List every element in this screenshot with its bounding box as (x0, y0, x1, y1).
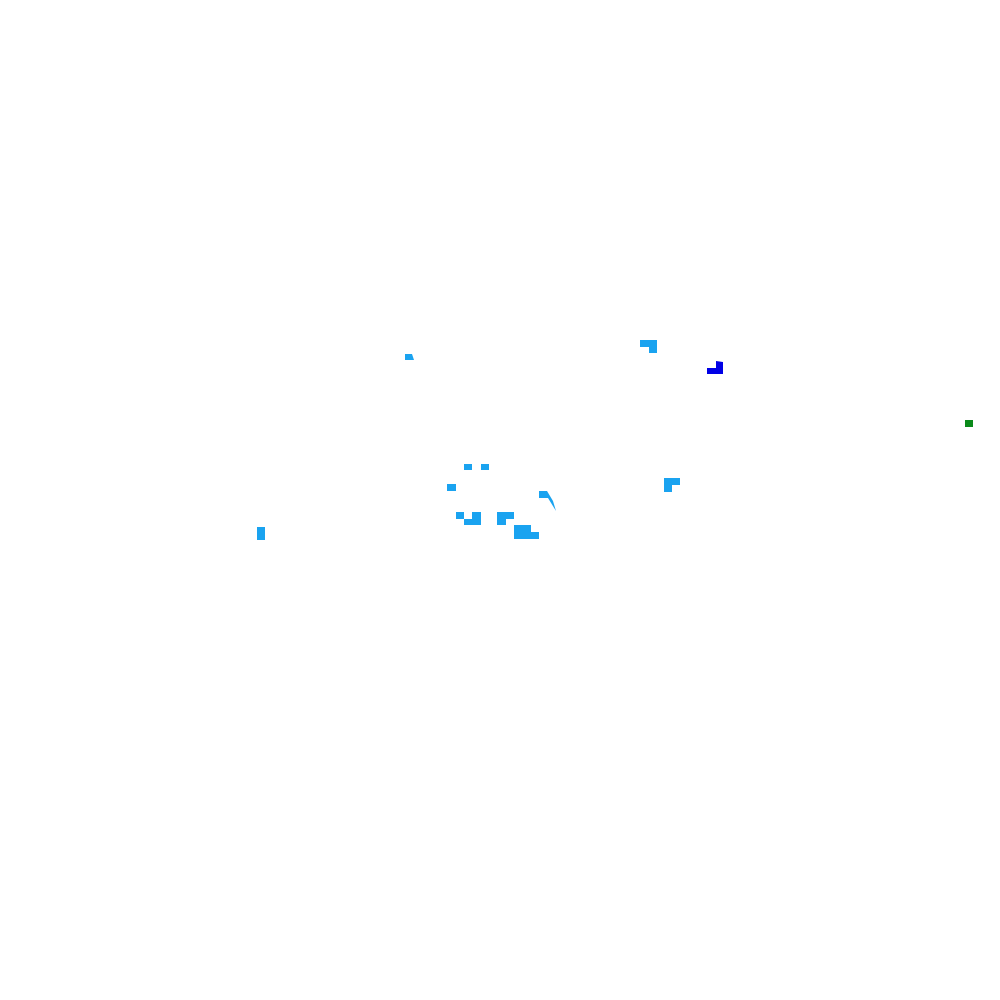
feature-b (640, 340, 657, 353)
feature-k (497, 512, 514, 525)
feature-j (456, 512, 481, 525)
feature-c-part-0 (707, 361, 723, 374)
feature-j-part-0 (456, 512, 464, 519)
feature-b-part-0 (640, 340, 657, 353)
feature-h-part-0 (664, 478, 680, 492)
feature-c (707, 361, 723, 374)
feature-g (447, 484, 456, 491)
feature-a (405, 354, 414, 360)
feature-m-part-0 (257, 527, 265, 540)
feature-e (464, 464, 472, 470)
map-features (257, 340, 973, 540)
feature-e-part-0 (464, 464, 472, 470)
feature-g-part-0 (447, 484, 456, 491)
feature-h (664, 478, 680, 492)
feature-f (481, 464, 489, 470)
feature-k-part-0 (497, 512, 514, 525)
feature-l (514, 525, 539, 539)
feature-d (965, 420, 973, 427)
feature-f-part-0 (481, 464, 489, 470)
feature-d-part-0 (965, 420, 973, 427)
feature-a-part-0 (405, 354, 414, 360)
feature-l-part-0 (514, 525, 539, 539)
feature-i (539, 491, 556, 511)
feature-i-part-0 (539, 491, 556, 511)
feature-j-part-1 (464, 512, 481, 525)
feature-m (257, 527, 265, 540)
